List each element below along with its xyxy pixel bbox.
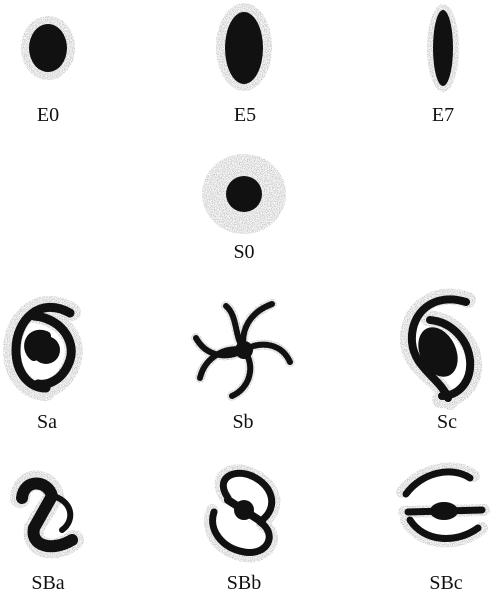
label-e0: E0: [8, 104, 88, 126]
label-sc: Sc: [407, 411, 487, 433]
galaxy-sbc: [402, 469, 484, 542]
label-e7: E7: [403, 104, 483, 126]
galaxy-sb: [196, 304, 290, 396]
galaxy-e0: [21, 16, 75, 80]
label-sbc: SBc: [406, 572, 486, 594]
galaxy-sba: [20, 481, 74, 549]
label-sa: Sa: [7, 411, 87, 433]
galaxy-sa: [12, 305, 74, 392]
label-e5: E5: [205, 104, 285, 126]
label-s0: S0: [204, 241, 284, 263]
galaxy-sc: [408, 297, 474, 402]
label-sb: Sb: [203, 411, 283, 433]
label-sba: SBa: [8, 572, 88, 594]
galaxy-e5: [216, 3, 272, 91]
galaxy-e7: [427, 4, 459, 92]
galaxy-sbb: [210, 470, 275, 556]
label-sbb: SBb: [204, 572, 284, 594]
galaxy-s0: [202, 154, 286, 234]
